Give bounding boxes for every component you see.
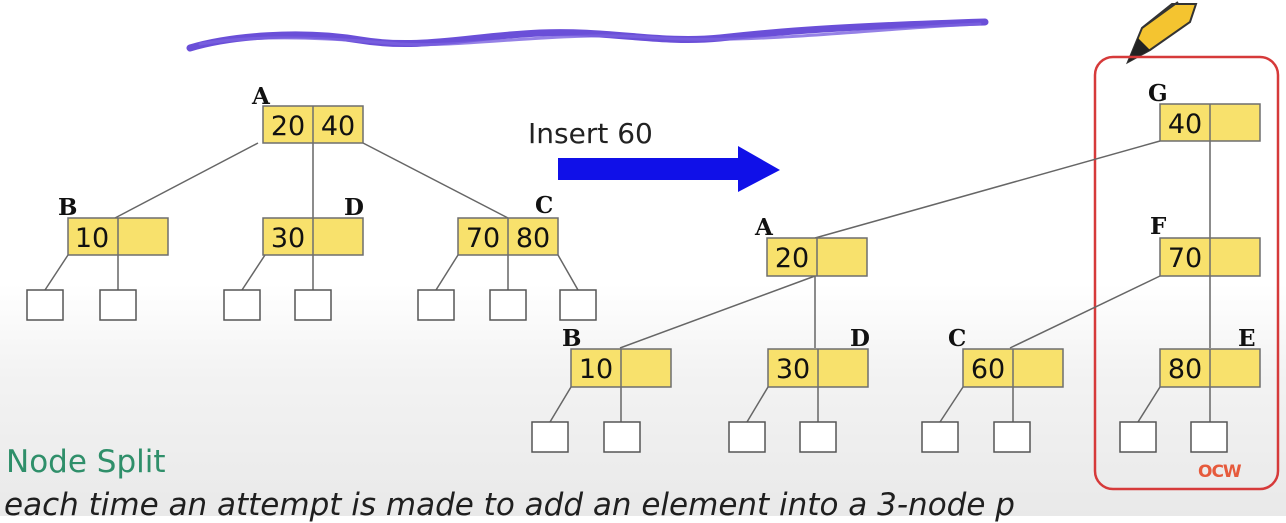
- leaf-node: [559, 289, 597, 321]
- insert-label: Insert 60: [528, 117, 653, 150]
- node-key: 30: [776, 354, 810, 385]
- insert-arrow: [558, 146, 780, 192]
- node-id: F: [1150, 213, 1167, 240]
- after-leaves: [531, 421, 1228, 453]
- scribble-underline-2: [198, 22, 982, 47]
- leaf-node: [728, 421, 766, 453]
- before-tree: [44, 142, 579, 291]
- node-id: C: [535, 192, 553, 219]
- node-key: 10: [75, 223, 109, 254]
- tree-node-B-before: B 10: [58, 194, 169, 256]
- pen-icon: [1126, 1, 1198, 65]
- tree-node-C-before: C 70 80: [457, 192, 559, 256]
- before-leaves: [26, 289, 597, 321]
- node-key: 40: [321, 111, 355, 142]
- node-key: 70: [1168, 243, 1202, 274]
- node-id: A: [754, 214, 774, 241]
- caption-body: each time an attempt is made to add an e…: [4, 487, 1015, 523]
- node-id: A: [251, 83, 271, 110]
- tree-node-D-after: D 30: [767, 325, 870, 388]
- tree-node-B-after: B 10: [562, 325, 672, 388]
- node-id: D: [344, 194, 364, 221]
- leaf-node: [531, 421, 569, 453]
- node-id: C: [948, 325, 966, 352]
- node-key: 80: [1168, 354, 1202, 385]
- node-key: 70: [466, 223, 500, 254]
- caption-title: Node Split: [6, 444, 166, 480]
- tree-node-A-before: A 20 40: [251, 83, 364, 144]
- tree-node-E-after: E 80: [1159, 325, 1261, 388]
- leaf-node: [603, 421, 641, 453]
- node-key: 20: [271, 111, 305, 142]
- leaf-node: [1190, 421, 1228, 453]
- node-id: B: [58, 194, 77, 221]
- node-key: 60: [971, 354, 1005, 385]
- scribble-underline: [186, 18, 989, 52]
- leaf-node: [99, 289, 137, 321]
- tree-node-D-before: D 30: [262, 194, 364, 256]
- leaf-node: [223, 289, 261, 321]
- highlight-box: [1093, 55, 1280, 491]
- leaf-node: [799, 421, 837, 453]
- leaf-node: [26, 289, 64, 321]
- node-key: 10: [579, 354, 613, 385]
- node-id: B: [562, 325, 581, 352]
- node-id: D: [850, 325, 870, 352]
- node-key: 30: [271, 223, 305, 254]
- tree-node-F-after: F 70: [1150, 213, 1261, 277]
- after-tree: [549, 140, 1211, 423]
- node-id: E: [1238, 325, 1256, 352]
- node-key: 40: [1168, 109, 1202, 140]
- leaf-node: [1119, 421, 1157, 453]
- node-key: 80: [516, 223, 550, 254]
- leaf-node: [921, 421, 959, 453]
- leaf-node: [294, 289, 332, 321]
- tree-node-A-after: A 20: [754, 214, 868, 277]
- leaf-node: [489, 289, 527, 321]
- watermark-logo: OCW: [1198, 462, 1242, 482]
- tree-node-C-after: C 60: [948, 325, 1064, 388]
- tree-node-G-after: G 40: [1148, 80, 1261, 142]
- leaf-node: [417, 289, 455, 321]
- node-id: G: [1148, 80, 1168, 107]
- node-key: 20: [775, 243, 809, 274]
- leaf-node: [993, 421, 1031, 453]
